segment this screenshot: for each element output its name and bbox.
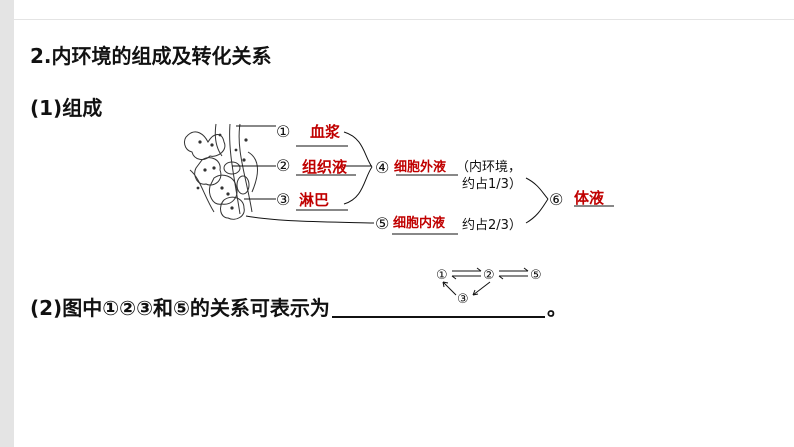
circle-3: ③ [276, 190, 290, 209]
relation-node-2: ② [483, 268, 495, 283]
answer-4: 细胞外液 [394, 159, 446, 175]
subsection-title: (1)组成 [30, 96, 103, 120]
circle-1: ① [276, 122, 290, 141]
circle-4: ④ [375, 158, 389, 177]
answer-3: 淋巴 [299, 191, 329, 209]
answer-5: 细胞内液 [393, 215, 445, 231]
note-4-line-1: （内环境， [456, 159, 521, 175]
relation-node-1: ① [436, 268, 448, 283]
circle-5: ⑤ [375, 214, 389, 233]
relation-node-3: ③ [457, 292, 469, 307]
answer-6: 体液 [574, 189, 605, 207]
top-divider [14, 19, 794, 20]
tissue-illustration [184, 123, 258, 220]
note-4-line-2: 约占1/3） [462, 177, 522, 192]
answer-blank[interactable] [331, 316, 545, 318]
section-title: 2.内环境的组成及转化关系 [30, 44, 272, 68]
answer-1: 血浆 [310, 123, 341, 141]
question-text: (2)图中①②③和⑤的关系可表示为 [30, 296, 330, 320]
note-5: 约占2/3） [462, 218, 522, 233]
question-line: (2)图中①②③和⑤的关系可表示为 。 [30, 297, 567, 319]
circle-2: ② [276, 156, 290, 175]
left-side-bar [0, 0, 14, 447]
circle-6: ⑥ [549, 190, 563, 209]
relation-diagram: ① ② ⑤ ③ [436, 267, 542, 307]
answer-2: 组织液 [302, 158, 348, 176]
question-end-mark: 。 [546, 296, 567, 320]
relation-node-5: ⑤ [530, 268, 542, 283]
